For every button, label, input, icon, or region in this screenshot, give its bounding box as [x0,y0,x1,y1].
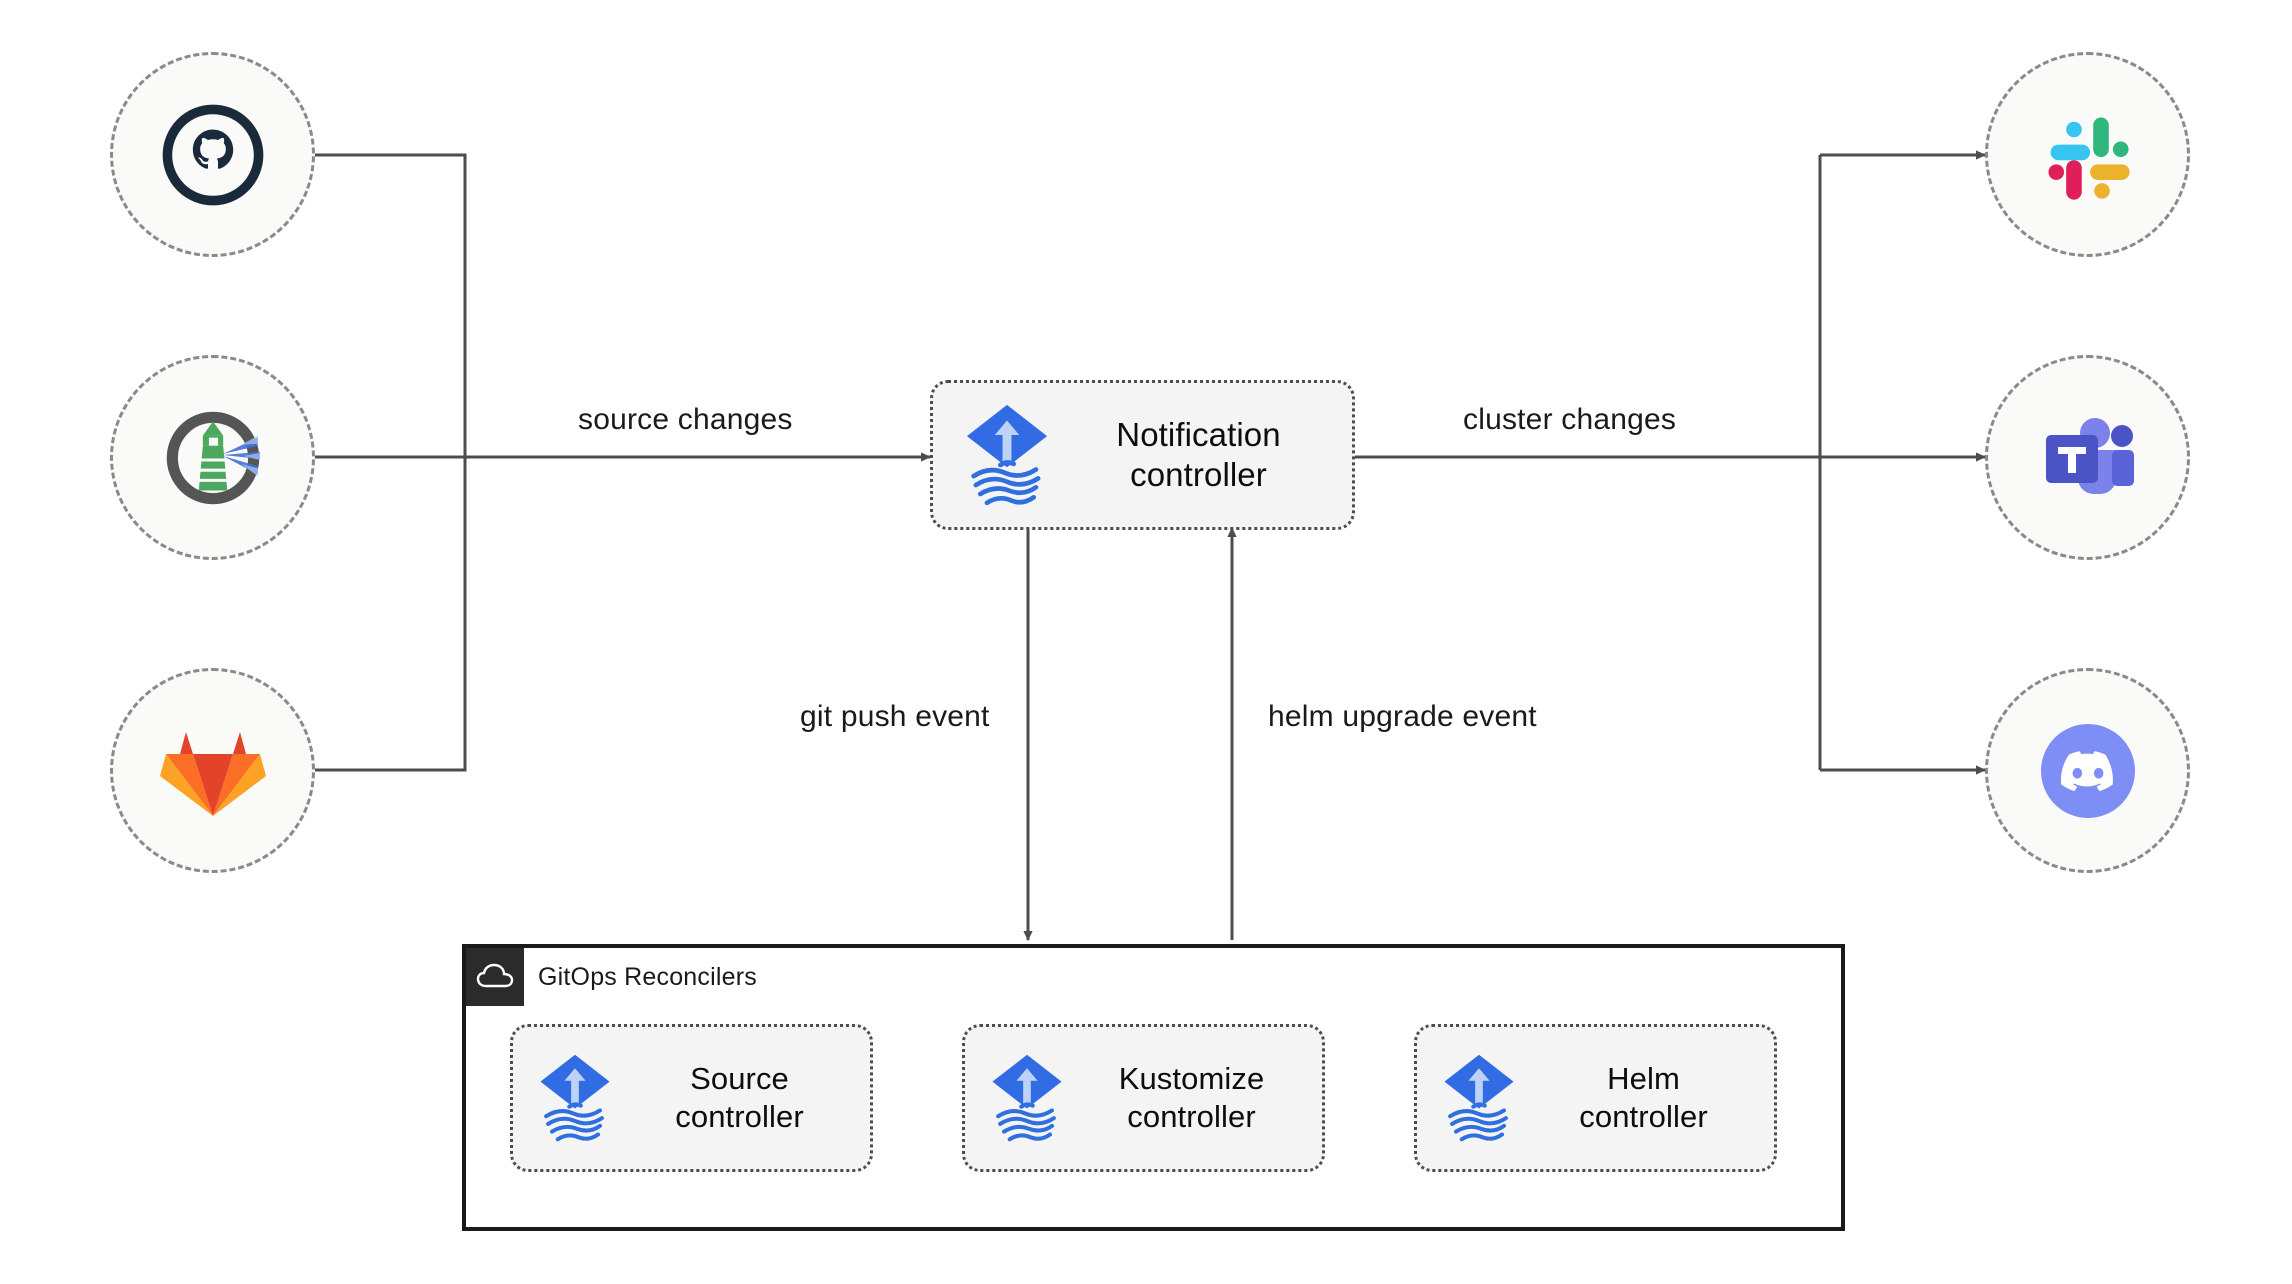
source-controller-label: Source controller [675,1061,804,1134]
helm-controller-box[interactable]: Helm controller [1414,1024,1777,1172]
kustomize-controller-label: Kustomize controller [1118,1061,1265,1134]
source-controller-box[interactable]: Source controller [510,1024,873,1172]
kustomize-controller-box[interactable]: Kustomize controller [962,1024,1325,1172]
destination-endpoint-teams[interactable] [1985,355,2190,560]
edge-label-git-push-event: git push event [800,700,990,733]
edge-label-cluster-changes: cluster changes [1463,403,1677,436]
destination-endpoint-slack[interactable] [1985,52,2190,257]
gitlab-icon [158,720,268,822]
github-icon [160,102,266,208]
source-endpoint-github[interactable] [110,52,315,257]
notification-controller-box[interactable]: Notification controller [930,380,1355,530]
destination-endpoint-discord[interactable] [1985,668,2190,873]
flux-logo-icon [527,1046,623,1150]
flux-logo-icon [979,1046,1075,1150]
flux-logo-icon [1431,1046,1527,1150]
microsoft-teams-icon [2034,410,2142,506]
right-destination-connector [1355,150,1986,775]
source-endpoint-flux[interactable] [110,355,315,560]
cloud-icon [466,948,524,1006]
discord-icon [2032,715,2144,827]
notification-controller-label: Notification controller [1116,415,1281,493]
source-endpoint-gitlab[interactable] [110,668,315,873]
slack-icon [2036,103,2140,207]
gitops-reconcilers-title: GitOps Reconcilers [538,963,757,991]
flux-logo-icon [951,396,1063,514]
helm-controller-label: Helm controller [1579,1061,1708,1134]
edge-label-helm-upgrade-event: helm upgrade event [1268,700,1537,733]
edge-label-source-changes: source changes [578,403,793,436]
left-source-connector [310,153,931,772]
flux-lighthouse-icon [152,397,274,519]
